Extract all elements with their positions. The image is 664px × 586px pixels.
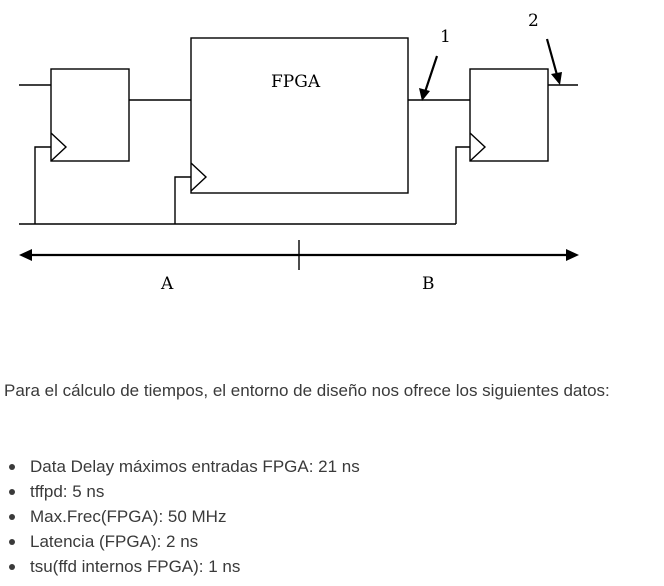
input-flip-flop [50, 68, 130, 162]
list-item: Max.Frec(FPGA): 50 MHz [9, 504, 360, 529]
marker-1-arrow-shaft [423, 55, 439, 93]
list-item: Data Delay máximos entradas FPGA: 21 ns [9, 454, 360, 479]
marker-2-arrowhead [551, 72, 562, 85]
fpga-label: FPGA [271, 72, 321, 92]
segment-b-label: B [422, 274, 435, 294]
clock-to-output-ff [455, 146, 470, 224]
list-item: Latencia (FPGA): 2 ns [9, 529, 360, 554]
output-ff-clock-triangle [469, 132, 487, 162]
timing-diagram: FPGA 1 2 A B [19, 11, 579, 294]
clock-to-input-ff [34, 146, 51, 224]
clock-to-fpga [174, 176, 191, 224]
list-item: tffpd: 5 ns [9, 479, 360, 504]
list-item: tsu(ffd internos FPGA): 1 ns [9, 554, 360, 579]
input-ff-clock-triangle [50, 132, 68, 162]
fpga-block [190, 37, 409, 194]
timing-data-list: Data Delay máximos entradas FPGA: 21 ns … [9, 454, 360, 579]
span-arrowhead-right [566, 249, 579, 261]
marker-1-label: 1 [440, 27, 451, 47]
span-arrowhead-left [19, 249, 32, 261]
intro-text: Para el cálculo de tiempos, el entorno d… [4, 381, 610, 400]
marker-1-arrowhead [419, 88, 430, 101]
fpga-clock-triangle [190, 162, 208, 192]
marker-2-label: 2 [528, 11, 539, 31]
output-flip-flop [469, 68, 549, 162]
segment-a-label: A [160, 274, 174, 294]
marker-2-arrow-shaft [545, 38, 559, 76]
